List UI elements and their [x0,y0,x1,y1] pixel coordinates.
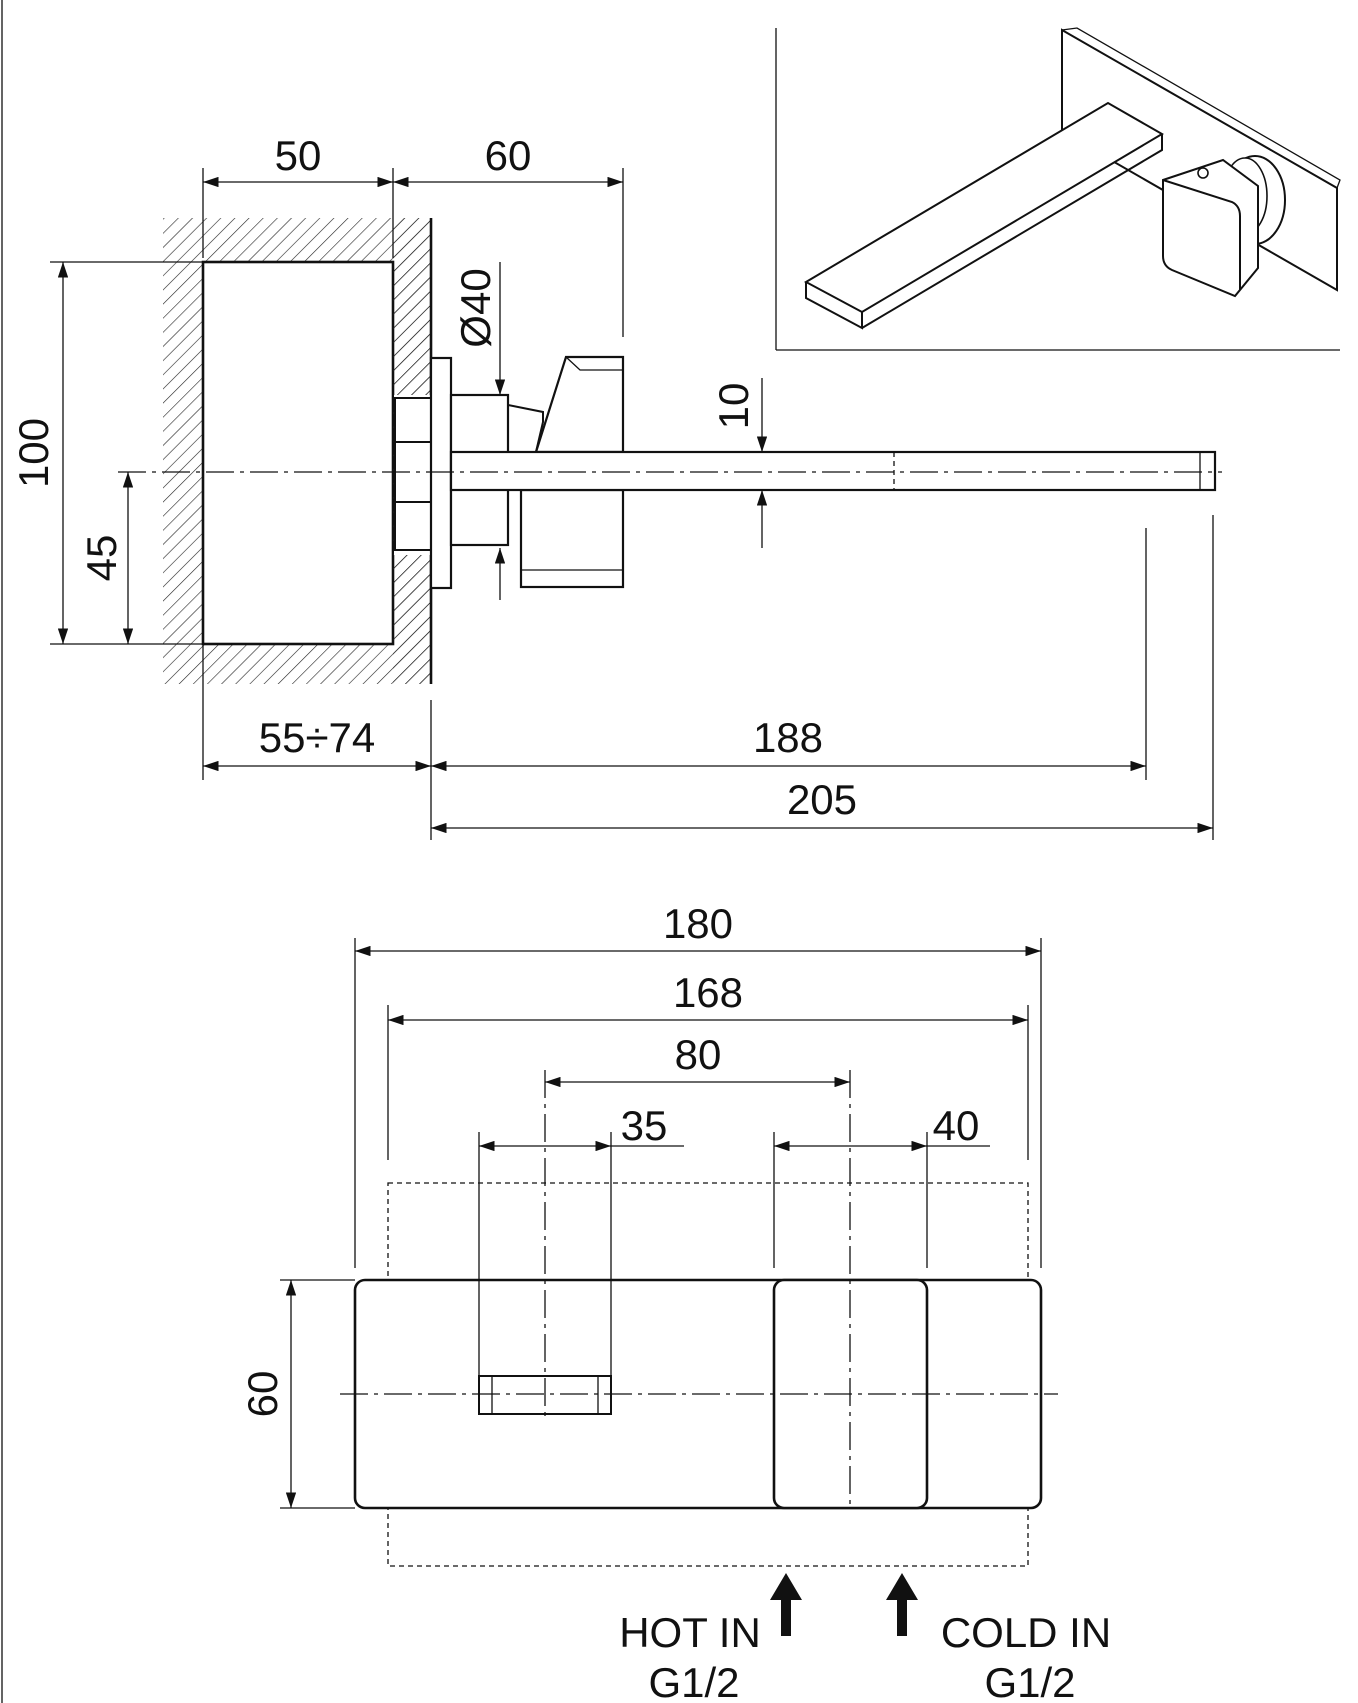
hot-inlet-arrow [770,1573,802,1636]
dim-100-label: 100 [10,418,57,488]
perspective-inset [775,27,1341,351]
dim-188-label: 188 [753,714,823,761]
cold-in-label: COLD IN [941,1609,1111,1656]
dim-60-front-label: 60 [239,1371,286,1418]
side-view: 50 60 Ø40 10 100 45 55÷74 188 [10,132,1222,840]
dim-45-label: 45 [78,535,125,582]
handle-bottom [519,488,625,589]
spout [449,450,1217,492]
wall-plate [429,356,453,590]
hot-thread-label: G1/2 [648,1659,739,1703]
dim-168-label: 168 [673,969,743,1016]
hot-in-label: HOT IN [619,1609,761,1656]
dim-50-label: 50 [275,132,322,179]
dim-10-label: 10 [710,383,757,430]
handle-top [534,355,625,454]
dim-60-label: 60 [485,132,532,179]
cold-inlet-arrow [886,1573,918,1636]
dim-35-label: 35 [621,1102,668,1149]
in-wall-box [201,260,395,646]
front-view: 180 168 80 35 40 60 HOT IN G1/2 COLD IN … [239,900,1111,1703]
dim-55-74-label: 55÷74 [259,714,375,761]
dim-d40-label: Ø40 [452,268,499,347]
dim-180-label: 180 [663,900,733,947]
dim-80-label: 80 [675,1031,722,1078]
dim-40-label: 40 [933,1102,980,1149]
dim-205-label: 205 [787,776,857,823]
cold-thread-label: G1/2 [984,1659,1075,1703]
